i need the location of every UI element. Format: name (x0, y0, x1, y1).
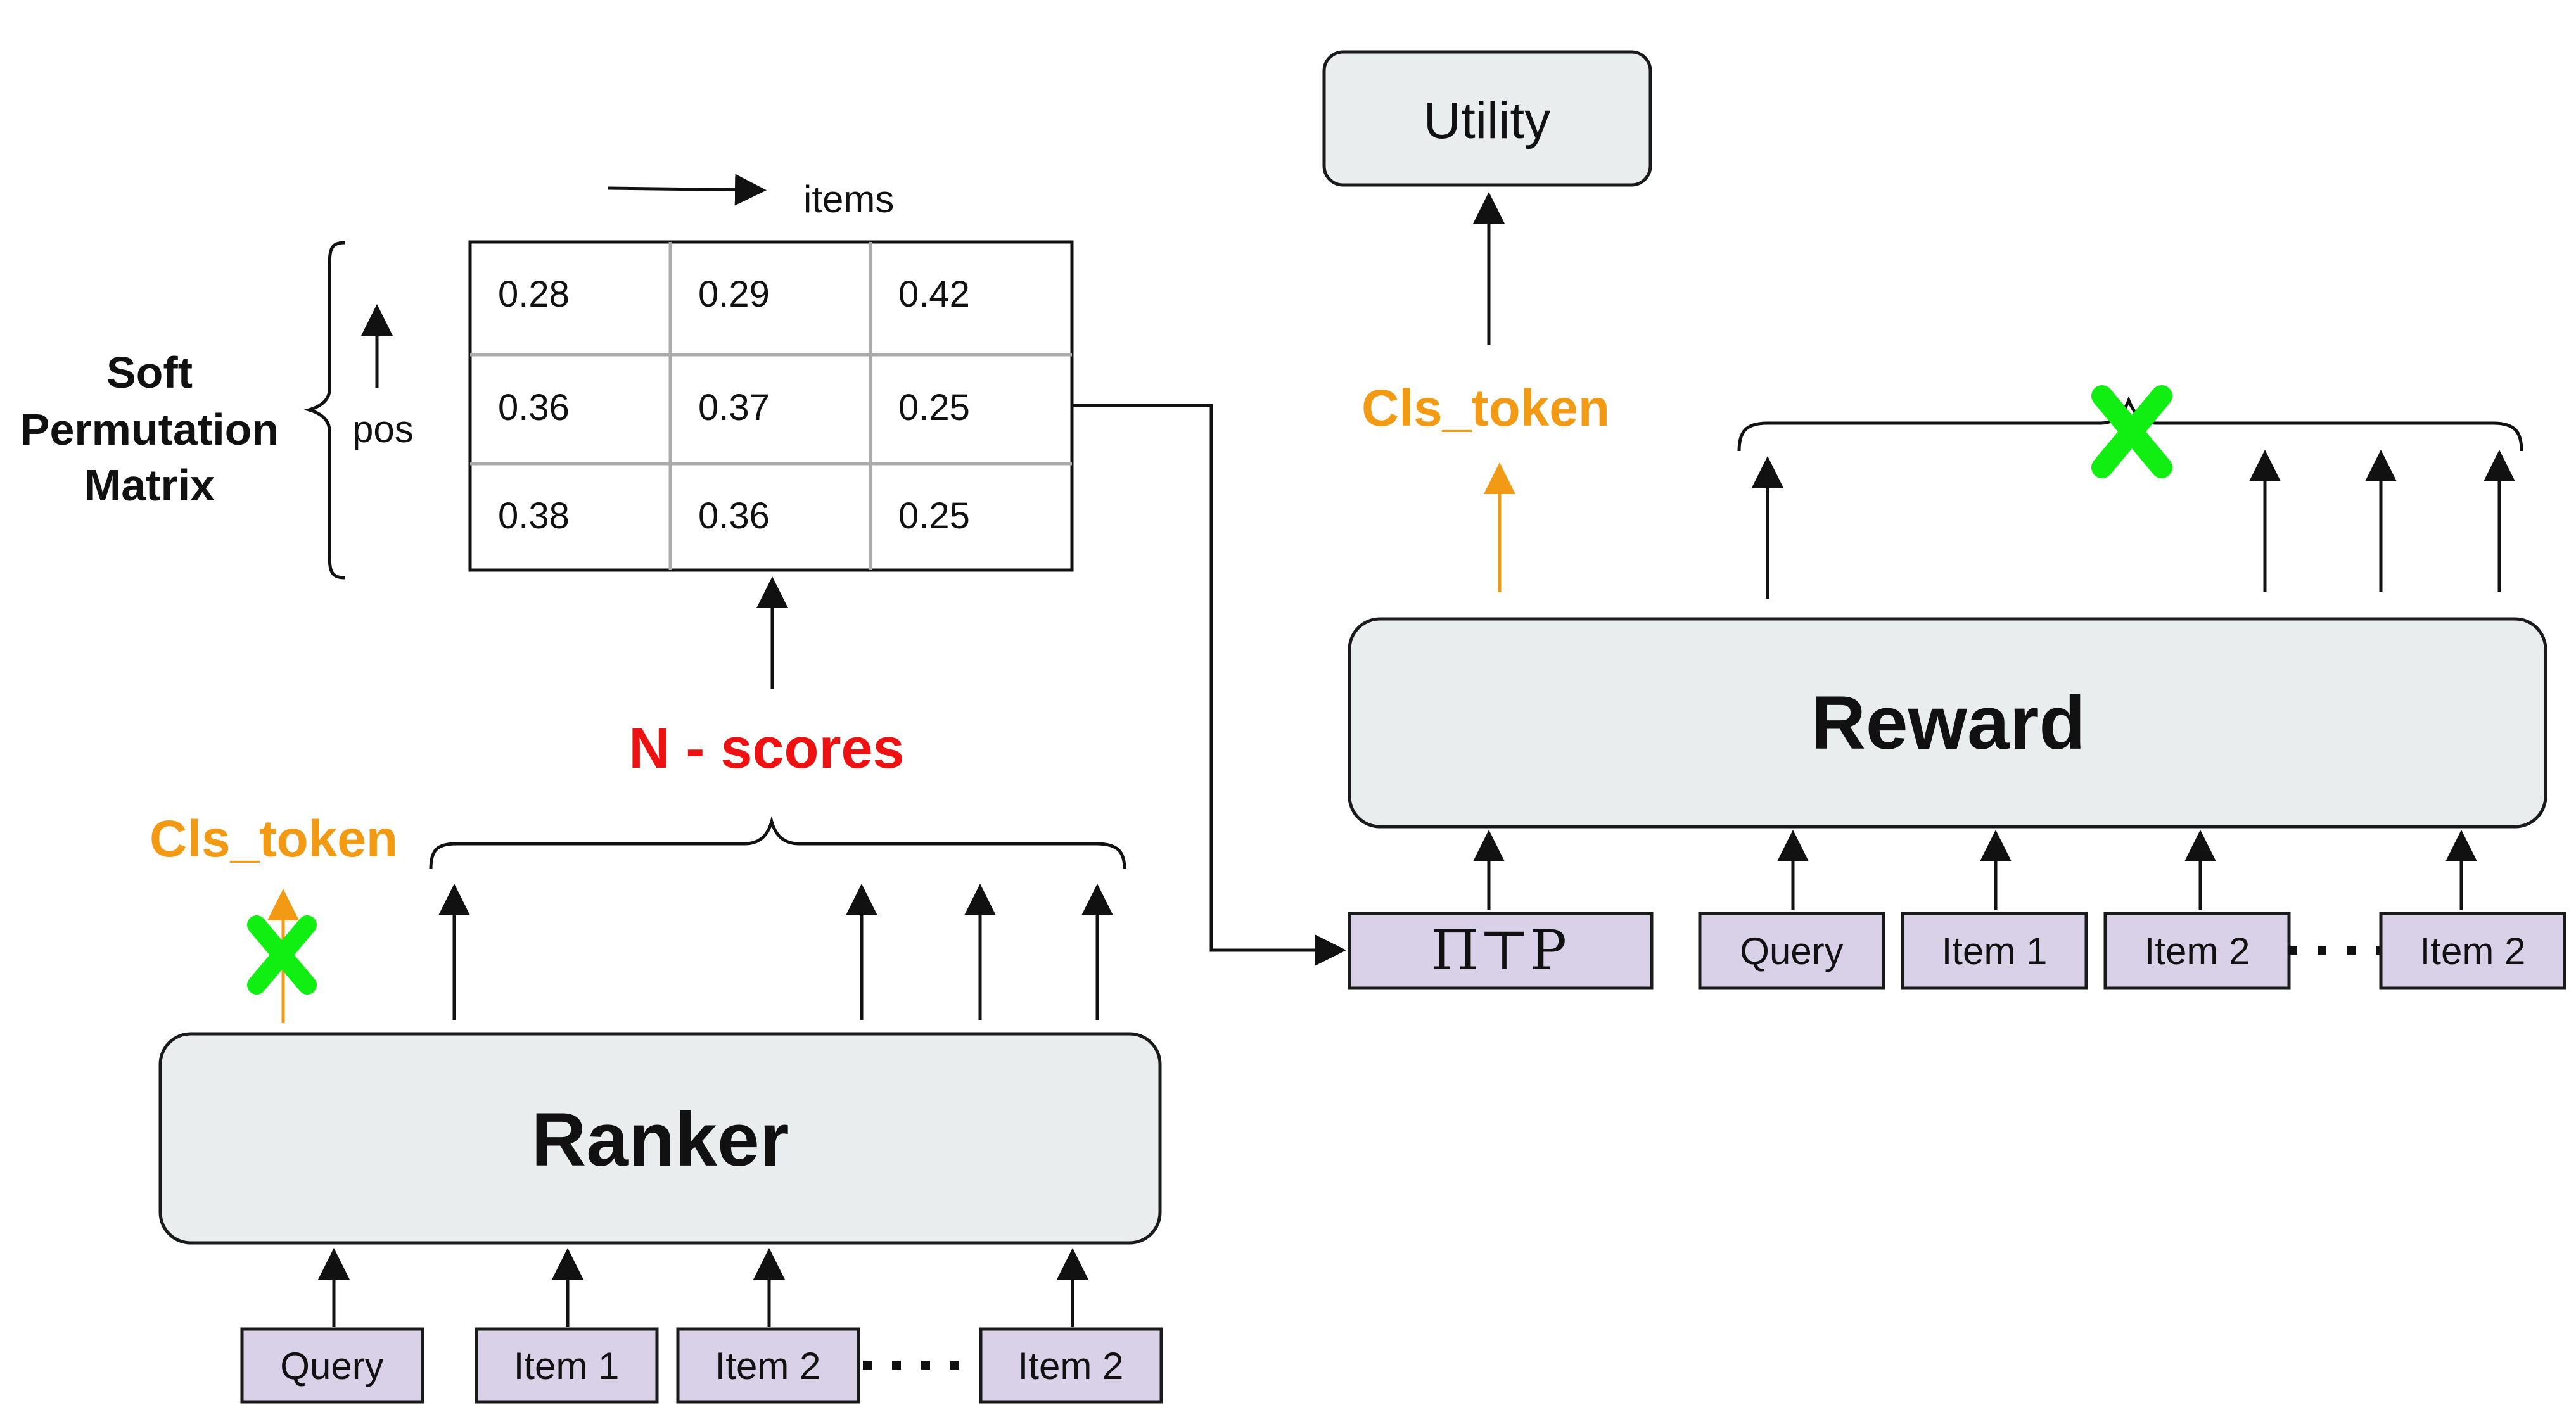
items-arrow (608, 174, 767, 206)
ranker-ellipsis (863, 1361, 988, 1370)
n-scores-label: N - scores (628, 717, 904, 780)
ranker-cls-blocked-icon (247, 915, 317, 995)
ranker-input-item: Item 1 (475, 1327, 659, 1404)
reward-output-blocked-icon (2091, 385, 2172, 478)
matrix-cell: 0.36 (498, 387, 570, 428)
matrix-cell: 0.25 (898, 387, 970, 428)
ranker-cls-token-label: Cls_token (150, 810, 398, 868)
matrix-cell: 0.36 (698, 495, 770, 537)
ranker-input-item: Item 2 (979, 1327, 1163, 1404)
reward-output-brace (1737, 396, 2523, 452)
utility-box (1322, 50, 1652, 187)
matrix-cell: 0.25 (898, 495, 970, 537)
ranker-input-query: Query (240, 1327, 424, 1404)
matrix-cell: 0.42 (898, 274, 970, 315)
reward-ellipsis (2288, 946, 2385, 955)
reward-input-query: Query (1698, 912, 1885, 990)
matrix-brace (303, 241, 346, 580)
matrix-title-line-3: Matrix (84, 461, 215, 510)
matrix-cell: 0.29 (698, 274, 770, 315)
reward-input-item-label: Item 1 (1942, 930, 2048, 972)
ranker-input-item-label: Item 2 (715, 1345, 821, 1387)
ranker-input-query-label: Query (280, 1345, 383, 1387)
reward-input-item: Item 2 (2379, 912, 2566, 990)
reward-input-item: Item 2 (2103, 912, 2291, 990)
matrix-cell: 0.28 (498, 274, 570, 315)
reward-input-query-label: Query (1740, 930, 1843, 972)
matrix-cell: 0.38 (498, 495, 570, 537)
matrix-title-line-2: Permutation (20, 405, 279, 454)
n-scores-brace (429, 815, 1126, 870)
utility-label: Utility (1424, 92, 1550, 149)
ranker-input-item-label: Item 2 (1018, 1345, 1124, 1387)
reward-input-item: Item 1 (1901, 912, 2088, 990)
permutation-input-label: Π⊤P (1431, 919, 1567, 982)
reward-input-permutation: Π⊤P (1348, 912, 1654, 990)
reward-box (1348, 617, 2547, 829)
matrix-title-line-1: Soft (106, 348, 193, 397)
items-label: items (803, 178, 894, 220)
ranker-input-item: Item 2 (676, 1327, 860, 1404)
matrix-border (468, 240, 1074, 572)
ranker-label: Ranker (532, 1097, 789, 1182)
ranker-input-item-label: Item 1 (514, 1345, 620, 1387)
soft-permutation-matrix: 0.28 0.29 0.42 0.36 0.37 0.25 0.38 0.36 … (468, 240, 1074, 572)
reward-cls-token-label: Cls_token (1361, 379, 1610, 437)
matrix-to-permutation-connector (1072, 404, 1346, 966)
reward-input-item-label: Item 2 (2145, 930, 2250, 972)
reward-label: Reward (1811, 680, 2085, 765)
pos-label: pos (352, 408, 414, 450)
reward-input-item-label: Item 2 (2420, 930, 2526, 972)
matrix-cell: 0.37 (698, 387, 770, 428)
ranker-box (158, 1032, 1162, 1245)
